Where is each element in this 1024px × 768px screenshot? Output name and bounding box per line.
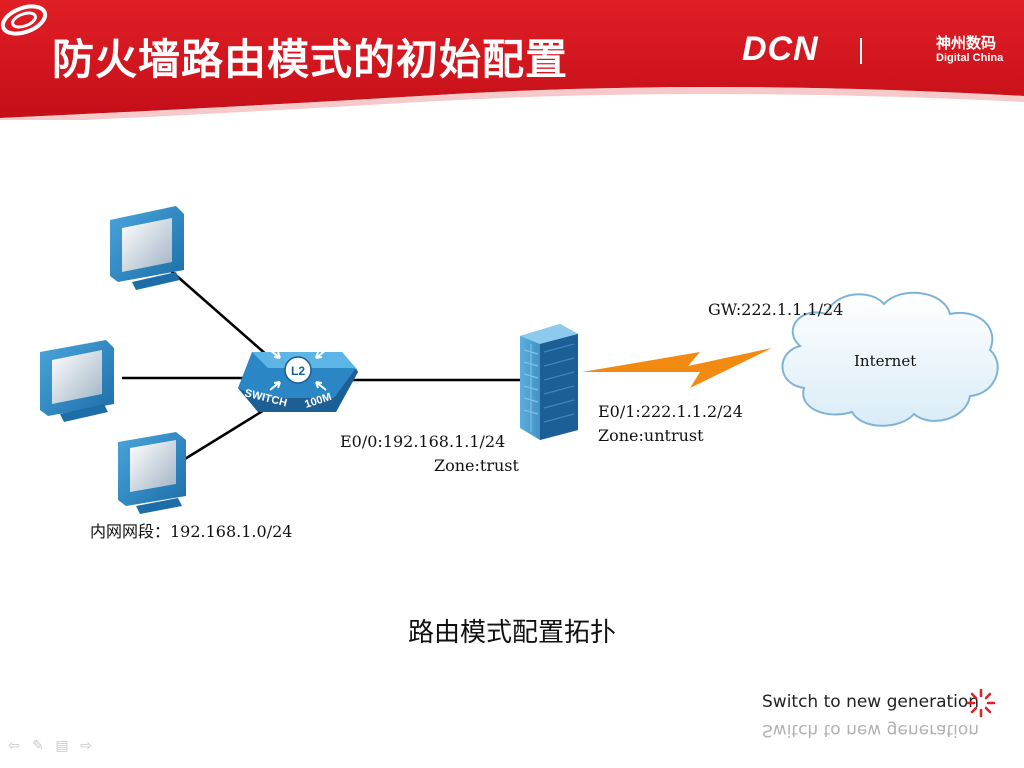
slide-menu-icon[interactable]: ▤ — [55, 738, 69, 754]
outside-interface-label: E0/1:222.1.1.2/24 — [598, 402, 743, 421]
digital-china-logo-icon — [0, 4, 48, 36]
next-slide-icon[interactable]: ⇨ — [80, 738, 92, 754]
switch-badge: L2 — [291, 364, 305, 378]
slide-nav-bar: ⇦ ✎ ▤ ⇨ — [6, 738, 94, 754]
wan-link-bolt-icon — [582, 348, 772, 388]
inside-zone-label: Zone:trust — [434, 456, 519, 475]
link-pc1-switch — [169, 269, 269, 357]
dcn-logo: DCN — [742, 30, 819, 68]
pc-2-icon — [40, 340, 114, 422]
firewall-icon — [520, 324, 578, 440]
gateway-label: GW:222.1.1.1/24 — [708, 300, 844, 319]
digital-china-en-name: Digital China — [936, 52, 1004, 64]
sunburst-icon — [966, 688, 996, 718]
header-background — [0, 0, 1024, 120]
pc-3-icon — [118, 432, 186, 514]
slide-title: 防火墙路由模式的初始配置 — [52, 35, 569, 84]
header-banner: 防火墙路由模式的初始配置 DCN 神州数码 Digital China — [0, 0, 1024, 120]
outside-zone-label: Zone:untrust — [598, 426, 704, 445]
pen-tool-icon[interactable]: ✎ — [32, 738, 44, 754]
internet-cloud-icon — [781, 291, 999, 427]
pc-1-icon — [110, 206, 184, 290]
link-pc3-switch — [179, 402, 275, 464]
footer-tagline: Switch to new generation — [762, 692, 980, 712]
diagram-caption: 路由模式配置拓扑 — [407, 618, 616, 648]
switch-icon — [238, 349, 358, 412]
logo-divider — [860, 38, 862, 64]
inside-interface-label: E0/0:192.168.1.1/24 — [340, 432, 506, 451]
network-topology-diagram: L2 SWITCH 100M — [40, 206, 999, 514]
digital-china-cn-name: 神州数码 — [936, 34, 997, 52]
footer-tagline-reflection: Switch to new generation — [762, 720, 980, 740]
lan-segment-label: 内网网段：192.168.1.0/24 — [90, 522, 293, 541]
cloud-label: Internet — [854, 352, 917, 370]
previous-slide-icon[interactable]: ⇦ — [8, 738, 20, 754]
